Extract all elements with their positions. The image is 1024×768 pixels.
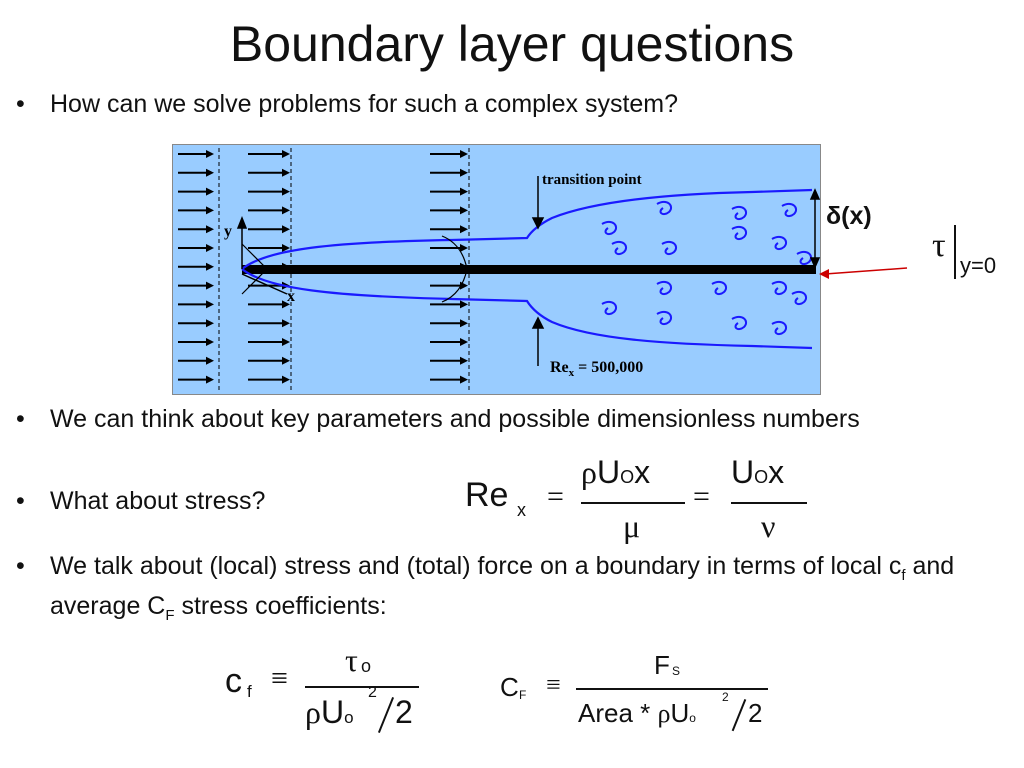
denominator-1: μ	[623, 508, 641, 544]
velocity-arrowhead	[206, 225, 214, 234]
velocity-arrowhead	[282, 150, 290, 158]
equiv-1: ≡	[271, 662, 288, 695]
velocity-arrowhead	[460, 187, 468, 196]
cf-denominator: ρUo	[305, 694, 354, 730]
flat-plate	[242, 265, 816, 274]
x-axis-label: x	[287, 288, 295, 305]
velocity-arrowhead	[206, 187, 214, 196]
velocity-arrowhead	[460, 168, 468, 177]
velocity-arrowhead	[460, 225, 468, 234]
denominator-2: ν	[761, 508, 776, 544]
equiv-2: ≡	[546, 670, 561, 699]
re-symbol: Re	[465, 476, 509, 514]
velocity-arrowhead	[282, 168, 290, 177]
numerator-1: ρUOx	[581, 454, 651, 490]
numerator-2: UOx	[731, 454, 785, 490]
velocity-arrowhead	[206, 300, 214, 309]
tau-subscript: o	[361, 656, 372, 676]
average-force-coefficient-equation: C F ≡ F S Area * ρUo 2 2	[500, 650, 780, 740]
velocity-arrowhead	[282, 187, 290, 196]
velocity-arrowhead	[206, 319, 214, 328]
fraction-bar-1	[581, 502, 685, 504]
cf-exponent: 2	[368, 684, 377, 701]
reynolds-equation: Re x = ρUOx μ = UOx ν	[465, 452, 815, 552]
CF-numerator-subscript: S	[672, 664, 681, 678]
delta-x-label: δ(x)	[826, 202, 872, 230]
velocity-arrowhead	[460, 338, 468, 346]
wall-subscript: y=0	[960, 253, 997, 278]
bullet-stress: What about stress?	[16, 486, 450, 517]
velocity-arrowhead	[282, 356, 290, 365]
CF-subscript: F	[519, 688, 527, 702]
evaluation-bar	[954, 225, 956, 279]
CF-exponent: 2	[722, 690, 729, 704]
slide-title: Boundary layer questions	[229, 16, 795, 72]
local-friction-coefficient-equation: c f ≡ τ o ρUo 2 2	[225, 642, 435, 742]
transition-point-label: transition point	[542, 172, 642, 188]
velocity-arrowhead	[460, 319, 468, 328]
boundary-layer-figure: transition point Rex = 500,000 y x	[172, 144, 821, 395]
velocity-arrows	[178, 150, 468, 384]
cf-slash	[377, 697, 395, 733]
wall-stress-arrow	[819, 267, 908, 279]
cf-subscript: f	[247, 682, 252, 701]
velocity-arrowhead	[206, 244, 214, 252]
CF-numerator: F	[654, 650, 670, 680]
velocity-arrowhead	[206, 206, 214, 215]
bullet-complex-system: How can we solve problems for such a com…	[16, 89, 950, 120]
fraction-bar-CF	[576, 688, 768, 690]
velocity-arrowhead	[282, 300, 290, 309]
velocity-arrowhead	[206, 150, 214, 158]
equals-2: =	[693, 480, 710, 513]
bullet-key-parameters: We can think about key parameters and po…	[16, 404, 1000, 435]
reynolds-critical-label: Rex = 500,000	[550, 359, 643, 379]
velocity-arrowhead	[282, 225, 290, 234]
velocity-arrowhead	[460, 375, 468, 384]
velocity-arrowhead	[460, 150, 468, 158]
re-subscript: x	[517, 500, 526, 520]
velocity-arrowhead	[206, 338, 214, 346]
fraction-bar-2	[731, 502, 807, 504]
cf-divisor: 2	[395, 694, 413, 730]
y-axis-label: y	[224, 223, 232, 240]
CF-symbol: C	[500, 672, 519, 702]
CF-divisor: 2	[748, 698, 763, 728]
equals-1: =	[547, 480, 564, 513]
bullet-stress-coefficients: We talk about (local) stress and (total)…	[16, 551, 1000, 631]
velocity-arrowhead	[460, 356, 468, 365]
velocity-arrowhead	[206, 262, 214, 271]
velocity-arrowhead	[282, 319, 290, 328]
CF-denominator: Area * ρUo	[578, 698, 696, 728]
velocity-arrowhead	[206, 356, 214, 365]
velocity-arrowhead	[460, 206, 468, 215]
cf-symbol: c	[225, 662, 242, 700]
tau-o: τ	[345, 642, 358, 678]
fraction-bar-cf	[305, 686, 419, 688]
velocity-arrowhead	[460, 244, 468, 252]
velocity-arrowhead	[206, 375, 214, 384]
velocity-arrowhead	[282, 206, 290, 215]
wall-shear-stress-symbol: τ y=0	[928, 225, 1008, 285]
velocity-arrowhead	[460, 300, 468, 309]
tau-symbol: τ	[932, 227, 946, 264]
velocity-arrowhead	[206, 168, 214, 177]
velocity-arrowhead	[206, 281, 214, 290]
velocity-arrowhead	[282, 338, 290, 346]
velocity-arrowhead	[282, 375, 290, 384]
velocity-arrowhead	[282, 244, 290, 252]
CF-slash	[731, 698, 746, 732]
